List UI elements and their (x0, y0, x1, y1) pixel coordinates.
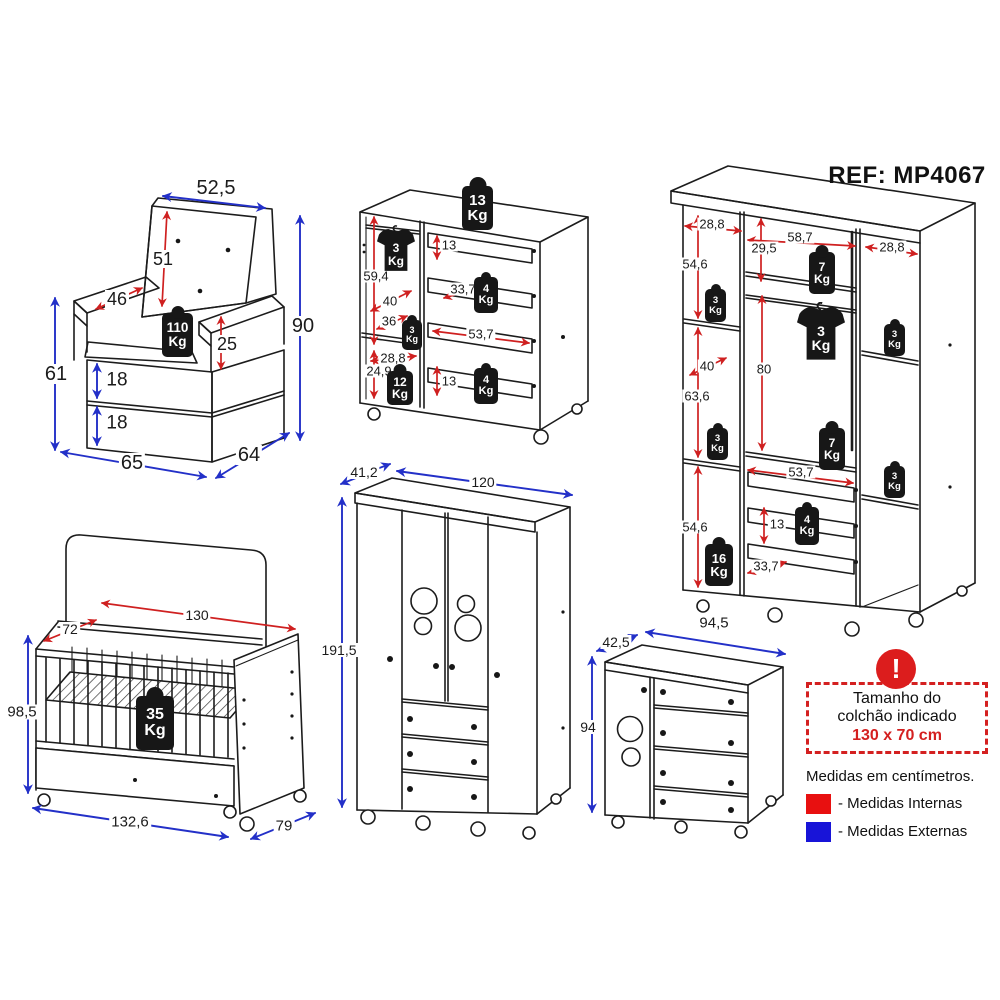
dim-armchair-drawer2: 18 (104, 412, 130, 434)
dim-wardrobe-front-height: 191,5 (319, 642, 359, 658)
dim-armchair-total-height: 90 (289, 315, 317, 337)
dim-armchair-top-width: 52,5 (194, 177, 238, 199)
dim-commode-bottom-drawer-height: 13 (439, 373, 459, 389)
legend-external-label: - Medidas Externas (838, 823, 968, 840)
dim-crib-inner-length: 130 (183, 607, 211, 623)
legend-external-swatch (806, 822, 831, 842)
notice-mattress-size: 130 x 70 cm (852, 727, 942, 745)
dim-armchair-base-height: 61 (42, 363, 70, 385)
crib-drawing (35, 534, 307, 832)
dim-dresser-height: 94 (578, 719, 598, 735)
mattress-notice-box: Tamanho do colchão indicado 130 x 70 cm (806, 682, 988, 754)
dim-wardrobe-hanging-height: 80 (754, 361, 774, 377)
dim-armchair-width: 65 (118, 452, 146, 474)
dim-crib-depth: 79 (273, 817, 295, 835)
dim-dresser-width: 94,5 (697, 614, 731, 632)
dim-wardrobe-shelf-depth: 40 (697, 358, 717, 374)
warning-icon: ! (876, 649, 916, 689)
dim-wardrobe-left-mid-height: 63,6 (682, 388, 712, 404)
dim-wardrobe-drawer-width: 53,7 (786, 464, 816, 480)
dim-wardrobe-left-upper-height: 54,6 (680, 256, 710, 272)
dim-armchair-depth: 64 (235, 444, 263, 466)
dim-commode-depth-front: 40 (380, 293, 400, 309)
dim-wardrobe-left-lower-height: 54,6 (680, 519, 710, 535)
legend-internal-swatch (806, 794, 831, 814)
dim-armchair-arm-height: 25 (214, 334, 240, 354)
dim-armchair-back-height: 51 (150, 249, 176, 269)
dim-armchair-arm-depth: 46 (104, 289, 130, 309)
dim-dresser-depth: 42,5 (600, 634, 632, 650)
dim-commode-depth-mid: 36 (379, 313, 399, 329)
dim-wardrobe-drawer-depth: 33,7 (751, 558, 781, 574)
legend-internal-label: - Medidas Internas (838, 795, 963, 812)
dim-armchair-drawer1: 18 (104, 369, 130, 391)
notice-line2: colchão indicado (837, 708, 957, 726)
dim-commode-top-drawer-height: 13 (439, 237, 459, 253)
dim-wardrobe-front-depth: 41,2 (348, 464, 380, 480)
dim-wardrobe-top-shelf-height: 29,5 (749, 240, 779, 256)
dim-crib-height: 98,5 (5, 703, 39, 721)
dim-wardrobe-right-width: 28,8 (877, 239, 907, 255)
dim-wardrobe-drawer-height: 13 (767, 516, 787, 532)
dim-wardrobe-front-width: 120 (469, 474, 497, 490)
notice-line1: Tamanho do (852, 689, 942, 707)
dim-wardrobe-left-width: 28,8 (697, 216, 727, 232)
dresser-drawing (604, 644, 784, 839)
units-note: Medidas em centímetros. (806, 768, 975, 785)
wardrobe-front-drawing (354, 477, 571, 840)
dim-crib-inner-width: 72 (60, 621, 80, 637)
dim-commode-drawer-width: 53,7 (466, 326, 496, 342)
dim-wardrobe-center-width: 58,7 (785, 229, 815, 245)
dim-crib-length: 132,6 (109, 813, 151, 831)
reference-code: REF: MP4067 (828, 162, 986, 189)
